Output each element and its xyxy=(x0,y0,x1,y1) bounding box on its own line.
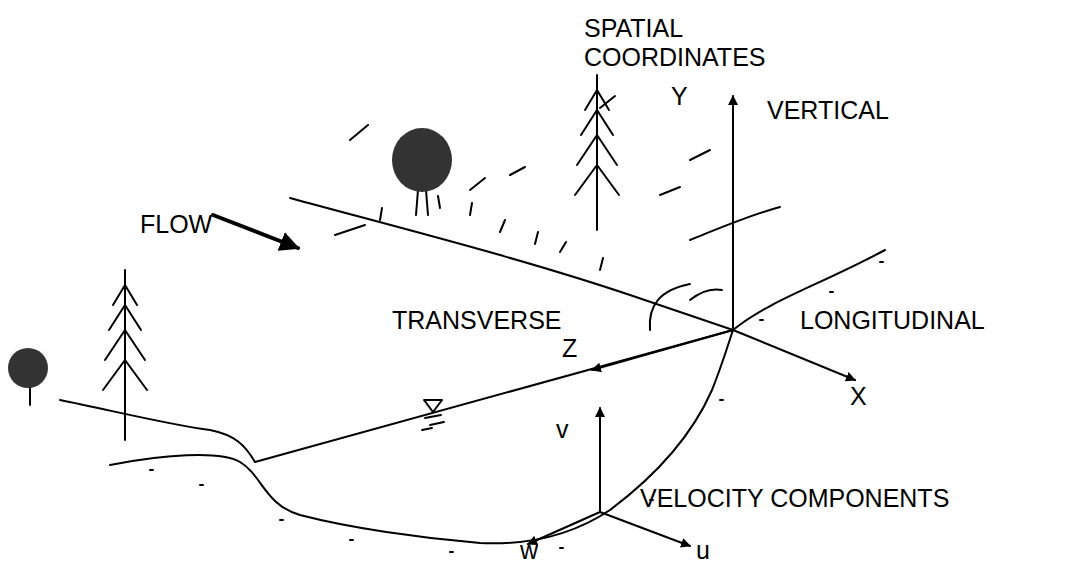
axis-group-title: VELOCITY COMPONENTS xyxy=(640,484,949,513)
velocity-letter: w xyxy=(520,536,538,565)
axis-group-title: SPATIAL COORDINATES xyxy=(584,14,774,72)
axis-name: TRANSVERSE xyxy=(392,306,561,335)
axis-letter: Y xyxy=(671,82,688,111)
velocity-letter: v xyxy=(556,415,569,444)
velocity-letter: u xyxy=(696,536,710,565)
axis-name: LONGITUDINAL xyxy=(800,306,985,335)
axis-letter: Z xyxy=(562,334,577,363)
axis-letter: X xyxy=(850,382,867,411)
flow-label: FLOW xyxy=(140,210,212,239)
axis-name: VERTICAL xyxy=(767,96,889,125)
